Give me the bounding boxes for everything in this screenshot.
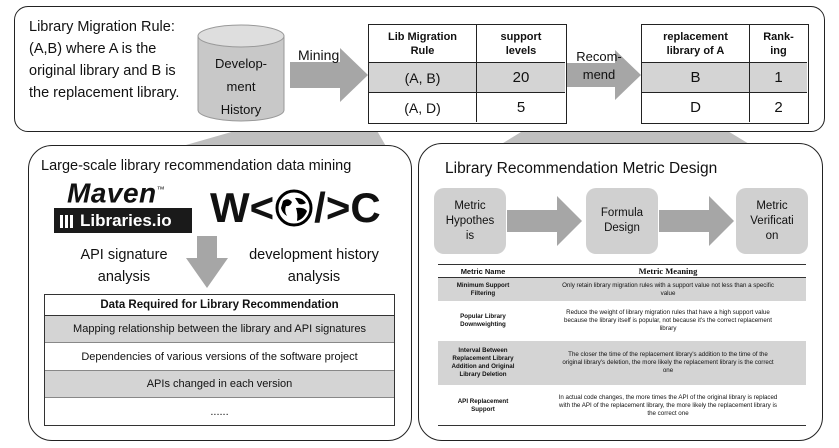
w3c-logo-right: />C (314, 184, 381, 231)
maven-logo: Maven™ (67, 173, 165, 210)
database-cylinder-icon (197, 24, 285, 122)
table-header-cell: Lib Migration Rule (369, 25, 477, 63)
metric-meaning: The closer the time of the replacement l… (562, 351, 774, 374)
cylinder-label: Develop- ment History (214, 56, 268, 117)
data-mining-title: Large-scale library recommendation data … (41, 158, 352, 174)
recommend-label: Recom- mend (576, 49, 622, 82)
metric-table: Metric Name Metric Meaning Minimum Suppo… (438, 264, 806, 428)
metric-meaning: Only retain library migration rules with… (562, 281, 774, 297)
metric-row: Minimum Support Filtering Only retain li… (438, 278, 806, 301)
down-arrow-icon (186, 236, 228, 288)
data-required-row: Mapping relationship between the library… (45, 316, 394, 343)
metric-header-meaning: Metric Meaning (638, 266, 698, 276)
migration-rule-text: Library Migration Rule: (A,B) where A is… (29, 19, 180, 101)
table-cell: B (642, 63, 750, 93)
metric-header-name: Metric Name (460, 266, 506, 276)
table-cell: 1 (750, 63, 807, 93)
metric-name: Minimum Support Filtering (456, 281, 510, 297)
api-signature-text: API signature analysis (80, 247, 168, 285)
metric-row: Popular Library Downweighting Reduce the… (438, 303, 806, 339)
libraries-io-text: Libraries.io (80, 210, 172, 230)
mining-arrow-icon (290, 48, 368, 102)
globe-icon (275, 189, 313, 227)
flow-step-verification: Metric Verificati on (736, 188, 808, 254)
metric-meaning: Reduce the weight of library migration r… (564, 309, 772, 332)
metric-name: Popular Library Downweighting (460, 313, 506, 328)
metric-row: Interval Between Replacement Library Add… (438, 341, 806, 385)
data-required-header: Data Required for Library Recommendation (45, 295, 394, 316)
mining-label: Mining (298, 47, 340, 63)
development-history-text: development history analysis (249, 247, 379, 285)
table-header-cell: Rank- ing (750, 25, 807, 63)
flow-step-hypothesis: Metric Hypothes is (434, 188, 506, 254)
w3c-logo-left: W< (210, 184, 275, 231)
table-cell: 20 (477, 63, 565, 93)
table-cell: D (642, 93, 750, 122)
table-cell: (A, B) (369, 63, 477, 93)
data-required-row: ...... (210, 405, 229, 418)
table-cell: (A, D) (369, 93, 477, 122)
recommend-arrow-icon (567, 50, 641, 100)
data-required-row: Dependencies of various versions of the … (45, 343, 394, 371)
table-cell: 2 (774, 99, 783, 116)
flow-step-formula: Formula Design (586, 188, 658, 254)
metric-table-header: Metric Name Metric Meaning (438, 264, 806, 278)
maven-logo-text: Maven (67, 177, 157, 209)
data-required-row: APIs changed in each version (45, 371, 394, 398)
flow-arrow-icon (507, 196, 582, 246)
table-header-cell: replacement library of A (642, 25, 750, 63)
metric-name: Interval Between Replacement Library Add… (451, 347, 515, 378)
libraries-io-icon (60, 214, 73, 228)
metric-name: API Replacement Support (457, 398, 509, 413)
metric-row: API Replacement Support In actual code c… (438, 387, 806, 426)
metric-design-title: Library Recommendation Metric Design (445, 160, 718, 177)
maven-tm: ™ (156, 185, 166, 194)
data-required-table: Data Required for Library Recommendation… (44, 294, 395, 426)
replacement-table: replacement library of A Rank- ing B 1 D… (641, 24, 809, 124)
table-cell: 5 (516, 99, 526, 116)
metric-meaning: In actual code changes, the more times t… (558, 394, 778, 417)
migration-rule-table: Lib Migration Rule support levels (A, B)… (368, 24, 567, 124)
flow-arrow-icon (659, 196, 734, 246)
w3c-logo: W< />C (210, 183, 381, 233)
table-header-cell: support levels (477, 25, 565, 63)
libraries-io-logo: Libraries.io (54, 208, 192, 233)
